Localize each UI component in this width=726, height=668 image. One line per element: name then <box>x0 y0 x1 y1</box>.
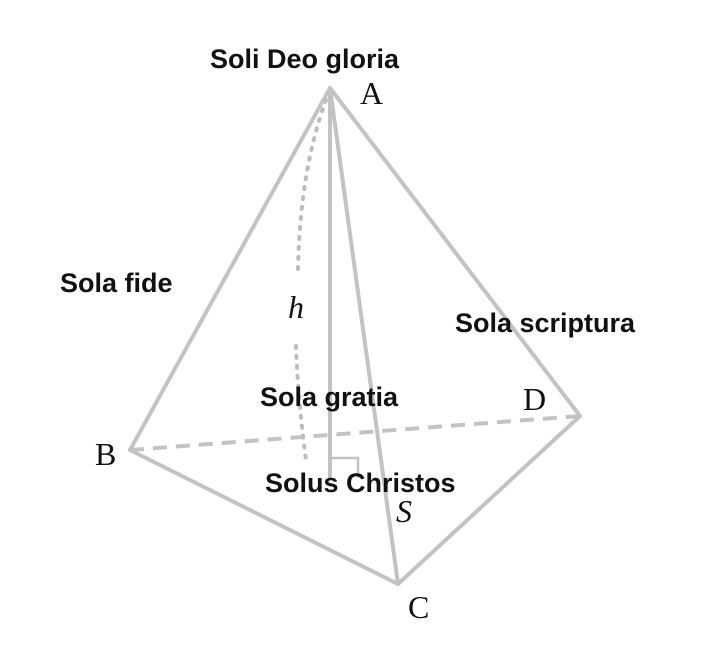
right-angle-marker <box>330 456 360 478</box>
vertex-a-label: A <box>360 75 383 111</box>
slant-label: S <box>396 493 412 529</box>
height-label: h <box>288 289 304 325</box>
vertex-c-label: C <box>408 589 429 625</box>
foot-label: Solus Christos <box>265 468 456 498</box>
edge-cd <box>396 414 582 586</box>
edge-ac <box>328 86 400 586</box>
vertex-d-label: D <box>523 381 546 417</box>
height-dotted-arc-lower <box>294 344 308 462</box>
edge-ab <box>128 86 332 452</box>
edge-bc <box>128 448 400 586</box>
apex-label: Soli Deo gloria <box>210 44 400 74</box>
edge-ad <box>328 86 582 418</box>
vertex-b-label: B <box>95 436 116 472</box>
height-dotted-arc <box>296 98 328 272</box>
edge-bd-hidden <box>129 414 581 452</box>
center-label: Sola gratia <box>260 382 399 412</box>
right-edge-label: Sola scriptura <box>455 308 636 338</box>
left-edge-label: Sola fide <box>60 268 173 298</box>
